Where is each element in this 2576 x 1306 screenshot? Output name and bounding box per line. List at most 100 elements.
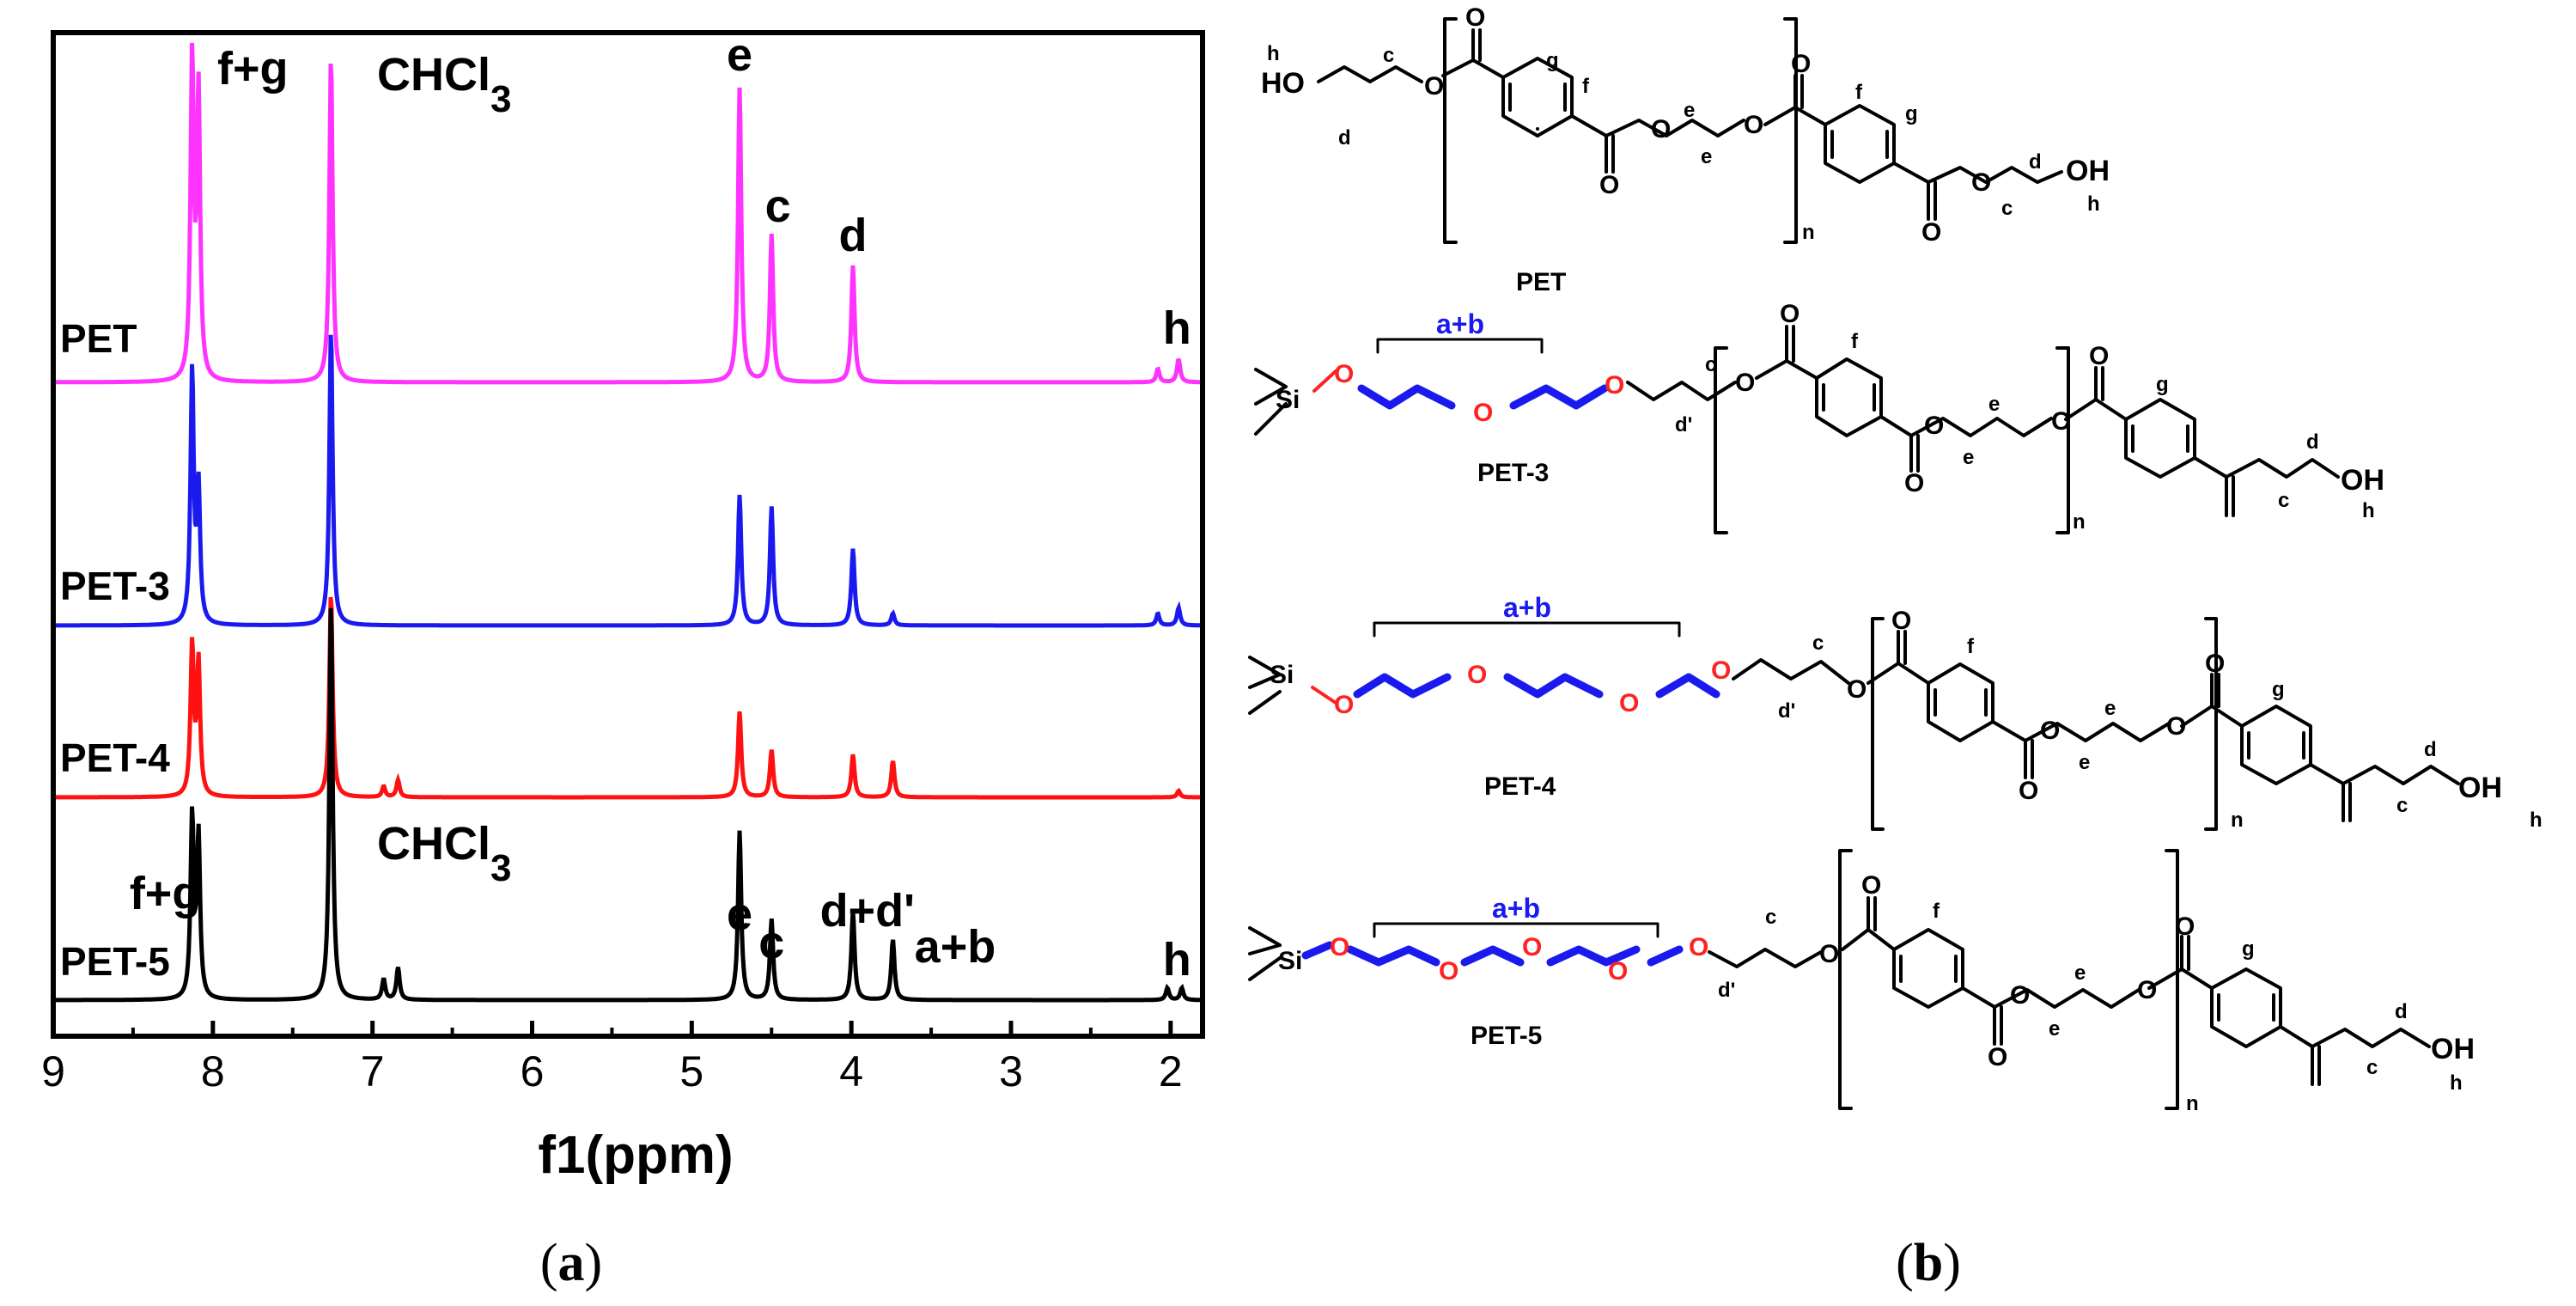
pet-4-letter-7: d: [2424, 738, 2437, 761]
pet-atoms: HO O O O O O O O O OH: [1261, 3, 2110, 247]
peak-label-pet-5-4: d+d': [820, 885, 915, 937]
pet-3-letter-7: d: [2306, 430, 2319, 454]
pet-3-letters: a+b c d' f e e g d c h n: [1436, 308, 2375, 534]
pet-letter-1: h: [1267, 42, 1280, 65]
pet-atom-3: O: [1465, 3, 1485, 32]
pet-5-ring-2: [2210, 967, 2282, 1048]
spectra-traces: [53, 42, 1203, 1003]
pet-3-letter-8: c: [2278, 489, 2289, 512]
peak-label-pet-5: h: [1163, 302, 1191, 354]
pet-atom-5: O: [1651, 115, 1671, 143]
pet-3-atom-3: O: [1473, 399, 1493, 427]
pet-4-atom-7: O: [1891, 607, 1911, 635]
pet-5-letter-8: c: [2366, 1056, 2378, 1079]
pet-5-letter-10: n: [2186, 1092, 2199, 1115]
pet-4-bonds: [1248, 617, 2460, 831]
pet-4-letter-3: f: [1967, 635, 1975, 658]
panel-a-caption: (a): [540, 1234, 602, 1292]
peak-label-pet-2: e: [727, 29, 752, 81]
x-axis-label: f1(ppm): [538, 1126, 733, 1185]
pet-letter-3: d: [1338, 126, 1351, 150]
pet-4-name: PET-4: [1484, 772, 1556, 801]
pet-5-atom-10: O: [2010, 981, 2030, 1010]
pet-3-letter-2: d': [1675, 413, 1692, 436]
pet-3-letter-10: n: [2073, 510, 2086, 534]
pet-5-letter-5: e: [2049, 1017, 2060, 1041]
pet-3-ring-2: [2124, 398, 2196, 479]
pet-5-name: PET-5: [1471, 1022, 1542, 1050]
panel-a-close-paren: ): [585, 1234, 603, 1292]
pet-5-letter-6: g: [2242, 937, 2255, 961]
pet-4-atom-12: OH: [2458, 772, 2502, 804]
pet-4-atom-2: O: [1334, 691, 1354, 719]
pet-3-structure: Si O O O O O O O O O OH a+b c d' f e e g…: [1254, 300, 2384, 534]
pet-atom-6: O: [1744, 111, 1763, 139]
pet-name: PET: [1516, 268, 1566, 296]
pet-4-bracket-right: [2204, 617, 2218, 831]
pet-5-atom-12: O: [2175, 912, 2195, 941]
pet-5-atom-4: O: [1522, 933, 1542, 961]
pet-5-atoms: Si O O O O O O O O O O O OH: [1278, 871, 2475, 1071]
peak-label-pet-3: c: [765, 180, 791, 232]
pet-5-letters: a+b c d' f e e g d c h n: [1492, 893, 2463, 1115]
pet-structure: HO O O O O O O O O OH h c d g f e e f g: [1261, 3, 2110, 296]
pet-5-bonds: [1248, 849, 2431, 1110]
pet-4-ring-1: [1927, 662, 1994, 742]
pet-5-atom-7: O: [1819, 940, 1839, 968]
panel-a-open-paren: (: [540, 1234, 558, 1292]
pet-4-atom-5: O: [1711, 656, 1731, 685]
peak-label-pet-0: f+g: [217, 43, 289, 95]
pet-letter-12: h: [2087, 192, 2100, 216]
pet-letter-4: g: [1546, 49, 1559, 72]
pet-atom-7: O: [1791, 50, 1811, 78]
peak-label-pet-1: CHCl3: [377, 49, 511, 120]
pet-3-atom-8: O: [1924, 412, 1944, 440]
pet-5-bracket-left: [1838, 849, 1853, 1110]
panel-a-letter: a: [558, 1234, 585, 1292]
pet-4-atom-11: O: [2205, 650, 2225, 678]
series-name-pet-3: PET-3: [60, 564, 170, 608]
x-tick-label: 4: [839, 1047, 863, 1095]
pet-letter-7: e: [1701, 145, 1712, 168]
spectrum-line-pet-3: [53, 334, 1203, 628]
pet-atom-9: O: [1971, 168, 1991, 197]
pet-3-atom-9: O: [2051, 407, 2071, 436]
series-name-pet: PET: [60, 316, 137, 361]
pet-4-atom-6: O: [1847, 675, 1867, 704]
pet-3-atom-5: O: [1735, 369, 1755, 397]
pet-5-atom-6: O: [1689, 933, 1708, 961]
x-tick-label: 8: [201, 1047, 225, 1095]
pet-3-atom-4: O: [1605, 371, 1624, 400]
pet-5-letter-9: h: [2450, 1071, 2463, 1095]
pet-5-atom-3: O: [1439, 957, 1459, 986]
spectrum-line-pet-4: [53, 596, 1203, 800]
pet-ring-2: [1824, 104, 1896, 184]
peak-label-pet-5-1: CHCl3: [377, 818, 511, 889]
plot-frame: [51, 30, 1205, 1039]
pet-4-letter-6: g: [2272, 678, 2285, 701]
panel-b-close-paren: ): [1943, 1234, 1961, 1292]
pet-letters: h c d g f e e f g d c h n: [1267, 42, 2100, 244]
pet-5-letter-7: d: [2395, 1000, 2408, 1023]
pet-4-atom-10: O: [2166, 712, 2186, 741]
pet-letter-13: n: [1802, 221, 1815, 244]
pet-letter-6: e: [1684, 99, 1695, 122]
pet-3-atoms: Si O O O O O O O O O OH: [1276, 300, 2384, 497]
pet-5-atom-8: O: [1861, 871, 1881, 900]
peak-label-pet-5-0: f+g: [130, 868, 201, 919]
spectrum-line-pet: [53, 42, 1203, 385]
pet-5-atom-13: OH: [2431, 1033, 2475, 1065]
pet-4-structure: Si O O O O O O O O O O OH a+b c d' f e e…: [1248, 592, 2543, 832]
pet-5-letter-3: f: [1933, 900, 1940, 923]
pet-4-letter-5: e: [2079, 751, 2090, 774]
pet-atom-2: O: [1424, 72, 1444, 101]
pet-4-atom-9: O: [2040, 717, 2060, 745]
pet-3-bracket-right: [2055, 346, 2070, 534]
pet-atom-4: O: [1599, 171, 1619, 199]
x-tick-label: 9: [41, 1047, 65, 1095]
pet-3-letter-1: c: [1705, 353, 1716, 376]
x-tick-label: 6: [521, 1047, 545, 1095]
